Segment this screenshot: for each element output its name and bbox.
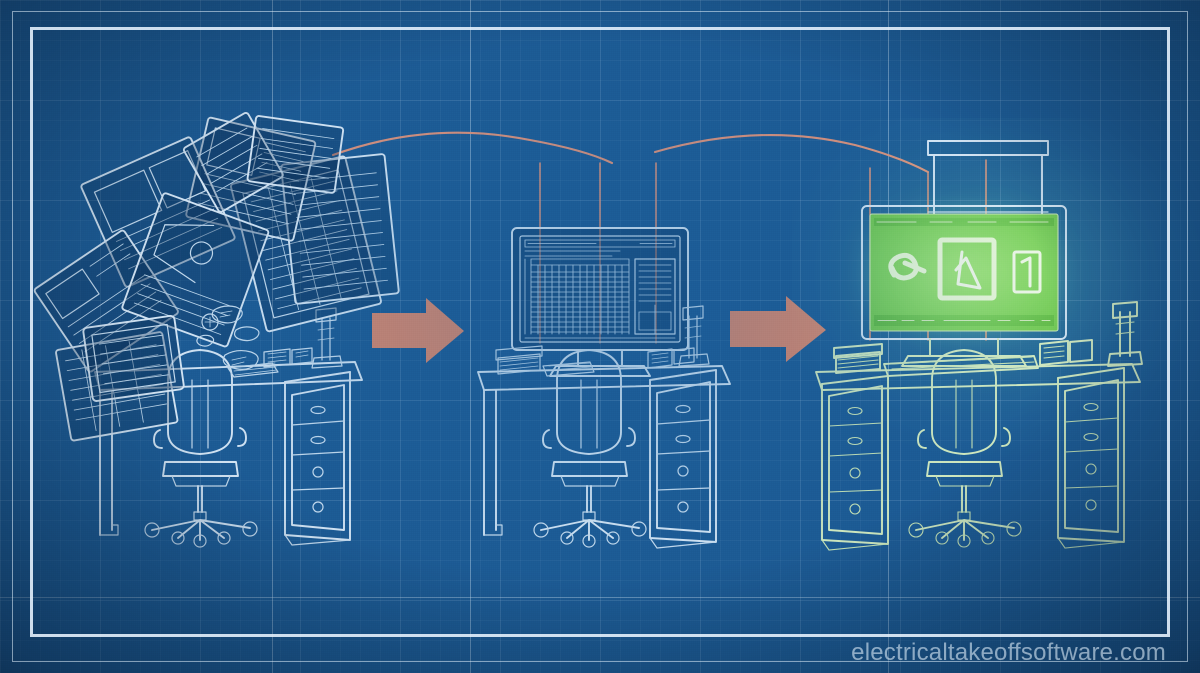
frame-outer-rule (12, 11, 1188, 662)
watermark-text: electricaltakeoffsoftware.com (851, 639, 1166, 666)
frame-inner-rule (30, 27, 1170, 637)
